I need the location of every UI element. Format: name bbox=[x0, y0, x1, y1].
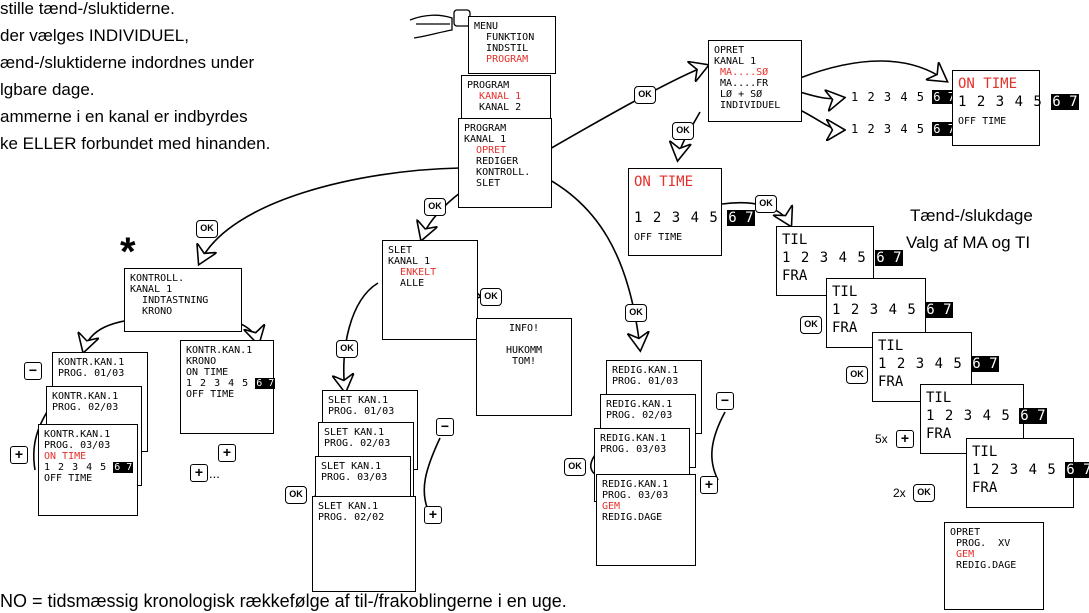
ok-button-til-2[interactable]: OK bbox=[846, 366, 868, 384]
redig-screen-d: REDIG.KAN.1 PROG. 03/03 GEM REDIG.DAGE bbox=[596, 474, 696, 566]
kontr-screen-c: KONTR.KAN.1 PROG. 03/03 ON TIME 1 2 3 4 … bbox=[38, 424, 138, 516]
pm-l6: SLET bbox=[476, 178, 501, 189]
pk-l1: PROGRAM bbox=[467, 80, 510, 91]
on-time-screen-mid: ON TIME 1 2 3 4 5 6 7 OFF TIME bbox=[628, 168, 755, 256]
plus-button-til[interactable]: + bbox=[896, 430, 914, 448]
ok-button-individuel[interactable]: OK bbox=[672, 122, 694, 140]
pm-l1: PROGRAM bbox=[464, 123, 507, 134]
on-time-screen-top: ON TIME 1 2 3 4 5 6 7 OFF TIME bbox=[952, 70, 1079, 146]
ok-button-enkelt[interactable]: OK bbox=[336, 340, 358, 358]
plus-button-redig[interactable]: + bbox=[700, 476, 718, 494]
pk-l3: KANAL 2 bbox=[479, 102, 522, 113]
intro-line-4: lgbare dage. bbox=[0, 80, 95, 99]
opret-final-screen: OPRET PROG. XV GEM REDIG.DAGE bbox=[944, 522, 1044, 610]
days-row-loso: 1 2 3 4 5 6 7 bbox=[846, 120, 956, 140]
hand-icon bbox=[409, 9, 471, 39]
footnote: NO = tidsmæssig kronologisk rækkefølge a… bbox=[0, 591, 567, 611]
til-screen-5: TIL 1 2 3 4 5 6 7 FRA bbox=[966, 438, 1089, 508]
program-kanal-screen: PROGRAM KANAL 1 KANAL 2 bbox=[461, 75, 551, 120]
om-l4: MA....FR bbox=[720, 78, 769, 89]
label-2x: 2x bbox=[893, 486, 906, 500]
kontroll-menu-screen: KONTROLL. KANAL 1 INDTASTNING KRONO bbox=[124, 268, 242, 332]
ok-button-alle[interactable]: OK bbox=[480, 288, 502, 306]
ok-button-slet-stack[interactable]: OK bbox=[285, 486, 307, 504]
program-menu-screen: PROGRAM KANAL 1 OPRET REDIGER KONTROLL. … bbox=[458, 118, 552, 208]
ok-button-til-5[interactable]: OK bbox=[913, 484, 935, 502]
om-l6: INDIVIDUEL bbox=[720, 100, 781, 111]
intro-line-1: stille tænd-/sluktiderne. bbox=[0, 0, 175, 18]
ok-button-kontroll[interactable]: OK bbox=[196, 220, 218, 238]
pk-l2: KANAL 1 bbox=[479, 91, 522, 102]
ok-button-ontime[interactable]: OK bbox=[755, 195, 777, 213]
ok-button-rediger[interactable]: OK bbox=[625, 304, 647, 322]
opret-menu-screen: OPRET KANAL 1 MA....SØ MA....FR LØ + SØ … bbox=[708, 40, 802, 122]
menu-l3: INDSTIL bbox=[486, 43, 529, 54]
menu-l4: PROGRAM bbox=[486, 54, 529, 65]
slet-menu-screen: SLET KANAL 1 ENKELT ALLE bbox=[382, 240, 478, 340]
pm-l3: OPRET bbox=[476, 145, 507, 156]
right-note-2: Valg af MA og TI bbox=[906, 233, 1031, 252]
intro-line-2: der vælges INDIVIDUEL, bbox=[0, 26, 189, 45]
plus-button-slet[interactable]: + bbox=[424, 506, 442, 524]
ok-button-slet[interactable]: OK bbox=[424, 198, 446, 216]
ok-button-opret[interactable]: OK bbox=[634, 86, 656, 104]
intro-line-3: ænd-/sluktiderne indordnes under bbox=[0, 53, 255, 72]
pm-l2: KANAL 1 bbox=[464, 134, 507, 145]
right-note-1: Tænd-/slukdage bbox=[910, 206, 1033, 225]
menu-l1: MENU bbox=[474, 21, 499, 32]
slet-screen-d: SLET KAN.1 PROG. 02/02 bbox=[312, 496, 416, 592]
om-l1: OPRET bbox=[714, 45, 745, 56]
kontr-krono-screen: KONTR.KAN.1 KRONO ON TIME 1 2 3 4 5 6 7 … bbox=[180, 340, 276, 434]
intro-line-5: ammerne i en kanal er indbyrdes bbox=[0, 107, 248, 126]
ok-button-til-1[interactable]: OK bbox=[800, 316, 822, 334]
intro-line-6: ke ELLER forbundet med hinanden. bbox=[0, 134, 271, 153]
plus-button-krono-1[interactable]: + bbox=[218, 444, 236, 462]
days-row-mafr: 1 2 3 4 5 6 7 bbox=[846, 88, 956, 108]
pm-l4: REDIGER bbox=[476, 156, 519, 167]
om-l3: MA....SØ bbox=[720, 67, 769, 78]
label-5x: 5x bbox=[875, 432, 888, 446]
plus-button-kontr[interactable]: + bbox=[10, 446, 28, 464]
pm-l5: KONTROLL. bbox=[476, 167, 531, 178]
minus-button-kontr[interactable]: − bbox=[24, 362, 42, 380]
til-screen-1: TIL 1 2 3 4 5 6 7 FRA bbox=[776, 226, 903, 296]
menu-l2: FUNKTION bbox=[486, 32, 535, 43]
minus-button-slet[interactable]: − bbox=[436, 418, 454, 436]
ok-button-redig-stack[interactable]: OK bbox=[564, 458, 586, 476]
info-screen: INFO! HUKOMM TOM! bbox=[476, 318, 572, 416]
om-l2: KANAL 1 bbox=[714, 56, 757, 67]
minus-button-redig[interactable]: − bbox=[716, 392, 734, 410]
plus-button-krono-2[interactable]: + bbox=[190, 464, 208, 482]
om-l5: LØ + SØ bbox=[720, 89, 763, 100]
plus-dots: ... bbox=[209, 466, 220, 481]
asterisk: * bbox=[120, 230, 136, 274]
menu-screen: MENU FUNKTION INDSTIL PROGRAM bbox=[468, 16, 556, 74]
